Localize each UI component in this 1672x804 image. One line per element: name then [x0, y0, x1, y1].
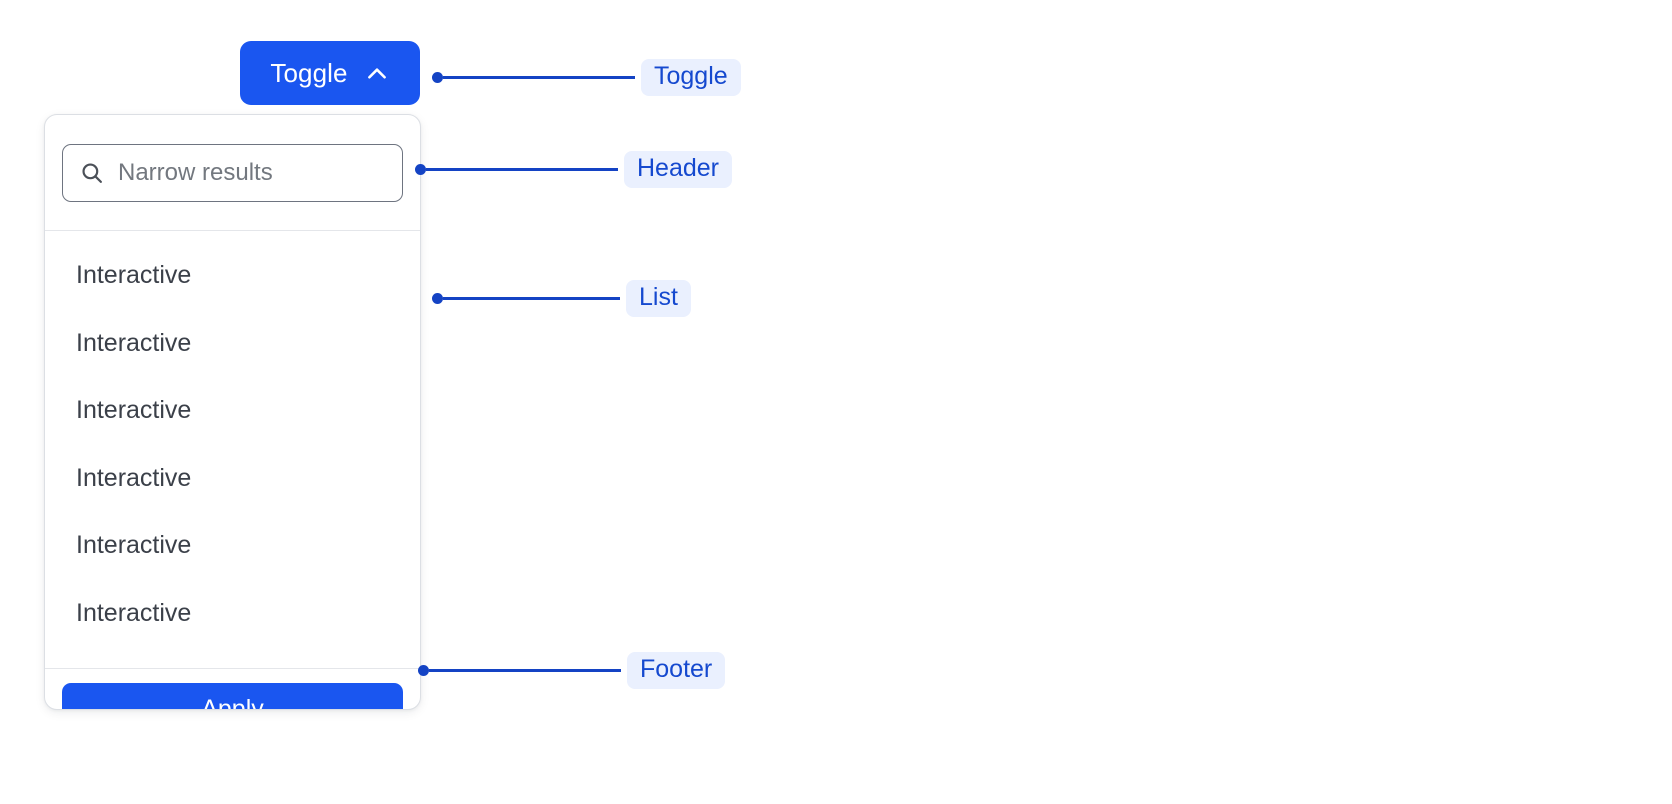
- list-item-label: Interactive: [76, 328, 192, 357]
- list-item[interactable]: Interactive: [45, 512, 420, 580]
- list-item[interactable]: Interactive: [45, 445, 420, 513]
- annotation-label-footer: Footer: [627, 651, 726, 689]
- list-item[interactable]: Interactive: [45, 377, 420, 445]
- annotation-label-toggle: Toggle: [641, 58, 741, 96]
- annotation-dot-icon: [432, 71, 443, 83]
- list-item[interactable]: Interactive: [45, 242, 420, 310]
- search-input[interactable]: [118, 145, 402, 201]
- list-item[interactable]: Interactive: [45, 310, 420, 378]
- annotation-dot-icon: [432, 292, 443, 304]
- annotation-label-list: List: [626, 279, 691, 317]
- annotation-leader-line: [429, 668, 621, 672]
- annotation-dot-icon: [418, 664, 429, 676]
- dropdown-header: [45, 115, 420, 231]
- annotation-dot-icon: [415, 163, 426, 175]
- annotation-list: List: [432, 279, 691, 317]
- toggle-button-label: Toggle: [270, 58, 348, 88]
- apply-button[interactable]: Apply: [62, 683, 403, 709]
- toggle-button[interactable]: Toggle: [240, 41, 420, 105]
- dropdown-footer: Apply: [45, 668, 420, 709]
- annotation-toggle: Toggle: [432, 58, 741, 96]
- list-item-label: Interactive: [76, 463, 192, 492]
- chevron-up-icon: [364, 61, 390, 87]
- dropdown-list: Interactive Interactive Interactive Inte…: [45, 231, 420, 668]
- list-item[interactable]: Interactive: [45, 580, 420, 648]
- dropdown-panel: Interactive Interactive Interactive Inte…: [44, 114, 421, 710]
- list-item-label: Interactive: [76, 396, 192, 425]
- search-field[interactable]: [62, 144, 403, 202]
- annotation-leader-line: [443, 296, 620, 300]
- annotation-label-header: Header: [624, 150, 732, 188]
- list-item-label: Interactive: [76, 598, 192, 627]
- annotation-footer: Footer: [418, 651, 726, 689]
- annotation-leader-line: [443, 75, 635, 79]
- list-item-label: Interactive: [76, 531, 192, 560]
- annotation-leader-line: [426, 167, 618, 171]
- search-icon: [79, 160, 105, 186]
- annotation-header: Header: [415, 150, 732, 188]
- list-item-label: Interactive: [76, 261, 192, 290]
